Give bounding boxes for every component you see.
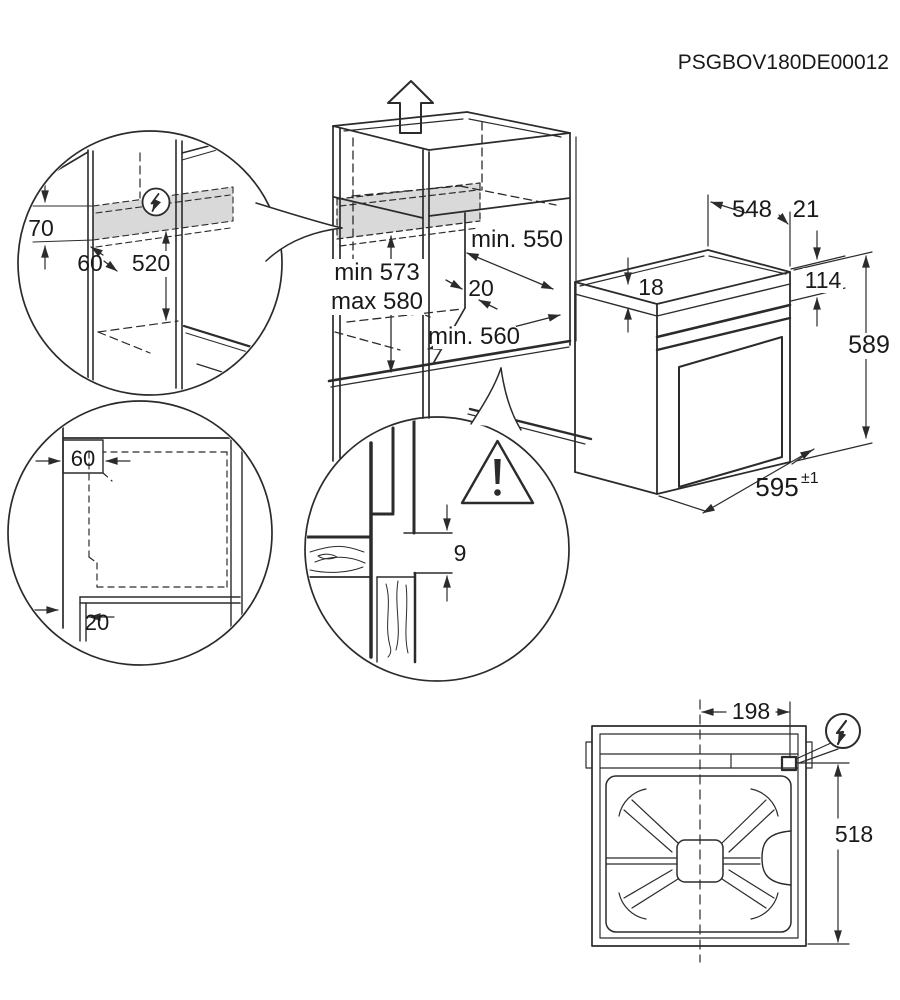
mains-terminal-box (780, 755, 798, 772)
document-code: PSGBOV180DE00012 (678, 51, 889, 74)
dim-oven-top-trim: 18 (638, 274, 664, 300)
dim-cabinet-rear-gap: 20 (468, 275, 494, 301)
dim-oven-panel-height: 114 (805, 267, 842, 293)
dim-overhang-gap: 9 (454, 540, 467, 566)
dim-zone-above-base: 520 (132, 250, 170, 276)
dim-cabinet-width-min: min. 560 (428, 323, 520, 350)
warning-triangle-icon (460, 439, 535, 505)
dim-cabinet-depth-min: min. 550 (471, 226, 563, 253)
corner-plan-dimensions (33, 457, 131, 621)
oven-door-window (678, 336, 783, 488)
electrical-connection-icon (795, 713, 861, 764)
corner-plan-detail-circle: 60 20 (7, 400, 273, 666)
dim-zone-height: 70 (28, 215, 54, 241)
shelf-overhang-detail-circle: 9 (304, 416, 570, 682)
connection-zone-band (337, 183, 480, 239)
dim-oven-top-width: 548 (732, 196, 772, 223)
oven-dimension-drawing: 548 21 18 114 589 595 ±1 (574, 194, 891, 514)
detail-hidden-lines (97, 152, 179, 354)
oven-dimensions (624, 194, 873, 514)
dim-cable-zone: 60 (71, 446, 95, 471)
dim-rear-connection-offset: 198 (732, 698, 770, 724)
oven-footprint-dashed (88, 451, 228, 588)
connection-zone-detail-circle: 70 60 520 (17, 130, 283, 396)
dim-cabinet-height-max: max 580 (331, 288, 423, 315)
dim-oven-front-width: 595 (755, 472, 798, 502)
corner-plan-lines (62, 422, 244, 642)
dim-rear-connection-depth: 518 (835, 821, 873, 847)
dim-zone-offset: 60 (77, 250, 103, 276)
dim-edge-gap: 20 (85, 610, 109, 635)
dim-cabinet-height-min: min 573 (334, 259, 419, 286)
cable-zone-box (62, 439, 104, 474)
overhang-section-lines (306, 418, 453, 664)
dim-oven-rear-offset: 21 (793, 196, 820, 223)
dim-oven-height: 589 (848, 331, 890, 359)
dim-oven-front-width-tolerance: ±1 (801, 470, 819, 487)
rear-view-dimensions (701, 701, 850, 945)
cabinet-linework (327, 111, 593, 462)
detail-callout-pointers (255, 202, 522, 431)
rear-view-linework (585, 699, 813, 963)
cabinet-cutout-drawing: min 573 max 580 min. 550 20 min. 560 (327, 80, 593, 462)
up-arrow-icon (387, 80, 434, 134)
oven-body-linework (574, 249, 792, 495)
electrical-connection-icon (141, 187, 171, 217)
wood-grain (309, 545, 409, 658)
oven-rear-view-drawing: 198 518 (585, 698, 876, 963)
